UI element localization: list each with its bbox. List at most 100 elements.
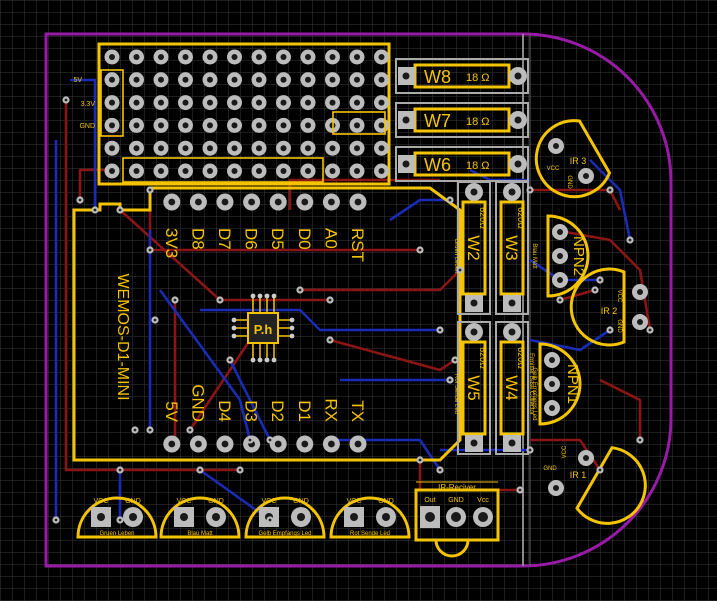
bottom-copper-traces	[54, 78, 632, 522]
perf-hole	[133, 122, 140, 129]
resistor-id: W8	[424, 67, 451, 87]
perf-hole	[329, 54, 336, 60]
top-pin-label: 3V3	[162, 228, 181, 258]
perf-hole	[305, 76, 311, 83]
perf-hole	[207, 168, 213, 174]
perf-hole	[378, 76, 385, 83]
pin-hole	[354, 440, 362, 448]
ir1-gnd-label: GND	[543, 466, 557, 472]
perf-hole	[207, 145, 213, 152]
perf-hole	[305, 54, 311, 60]
perf-hole	[109, 76, 115, 83]
ir2-sensor[interactable]: IR 2 VCC GND	[569, 267, 648, 347]
perf-hole	[305, 168, 311, 174]
perf-hole	[354, 122, 360, 129]
top-pin-label: RST	[348, 228, 367, 262]
ir2-gnd-label: GND	[616, 319, 622, 333]
pin-hole	[248, 198, 256, 206]
perf-hole	[231, 122, 238, 129]
perf-hole	[182, 145, 189, 152]
perf-hole	[158, 99, 164, 106]
perfboard-area	[97, 42, 391, 186]
perf-hole	[109, 99, 115, 106]
perf-hole	[182, 99, 189, 106]
pin-hole	[168, 440, 176, 448]
perf-hole	[256, 168, 262, 174]
perf-hole	[329, 168, 336, 174]
bottom-pin-label: D2	[268, 400, 287, 422]
bottom-pin-label: D3	[242, 400, 261, 422]
perf-hole	[182, 76, 189, 83]
perf-hole	[133, 168, 140, 174]
perf-hole	[305, 122, 311, 129]
pin-hole	[301, 198, 309, 206]
perf-hole	[329, 145, 336, 152]
resistor-id: W6	[424, 155, 451, 175]
logo-chip: P.h	[231, 293, 295, 363]
bottom-pin-label: 5V	[162, 401, 181, 422]
led-gnd-label: GND	[378, 498, 394, 505]
top-pin-label: D6	[242, 228, 261, 250]
ir2-label: IR 2	[601, 306, 618, 316]
perf-hole	[133, 54, 140, 60]
ir1-sensor[interactable]: IR 1 VCC GND	[543, 445, 659, 537]
perf-hole	[354, 145, 360, 152]
rail-label-5v: 5V	[73, 77, 82, 84]
perf-hole	[109, 54, 115, 60]
perf-hole	[133, 145, 140, 152]
ir-receiver-out-label: Out	[424, 497, 435, 504]
resistor-value: 18 Ω	[466, 72, 490, 84]
resistor-value: 620Ω	[516, 207, 526, 229]
resistor-value: 18 Ω	[466, 160, 490, 172]
resistor-value: 620Ω	[516, 347, 526, 369]
perf-hole	[329, 76, 336, 83]
pin-hole	[195, 440, 202, 448]
npn1-transistor[interactable]: NPN1 Ermitter Base Collector	[528, 342, 582, 426]
logo-text: P.h	[254, 322, 273, 337]
perf-hole	[158, 168, 164, 174]
resistor-id: W4	[502, 375, 521, 401]
ir-receiver-vcc-label: Vcc	[477, 497, 489, 504]
perf-hole	[109, 122, 115, 129]
perf-hole	[133, 76, 140, 83]
perf-hole	[354, 99, 360, 106]
ir-receiver[interactable]: IR-Reciver Out GND Vcc	[414, 481, 500, 558]
perf-hole	[158, 54, 164, 60]
npn2-transistor[interactable]: NPN2	[546, 214, 590, 298]
perf-hole	[256, 122, 262, 129]
perf-hole	[109, 145, 115, 152]
perf-hole	[329, 99, 336, 106]
rail-label-gnd: GND	[79, 123, 95, 130]
pin-hole	[301, 440, 309, 448]
bottom-pin-label: GND	[188, 384, 207, 422]
resistor-w8[interactable]: W8 18 Ω	[395, 58, 529, 94]
module-label: WEMOS-D1-MINI	[114, 273, 131, 400]
note-w2: Gruen Leben	[453, 238, 459, 273]
resistor-id: W5	[464, 375, 483, 401]
top-pin-label: D8	[188, 228, 207, 250]
ir3-sensor[interactable]: IR 3 VCC GND	[522, 114, 613, 210]
led-name: Gelb Empfangs Led	[258, 531, 311, 537]
resistor-w4[interactable]: W4 620Ω	[495, 321, 529, 455]
pin-hole	[328, 198, 335, 206]
ir-receiver-gnd-label: GND	[448, 497, 464, 504]
led-name: Gruen Leben	[99, 531, 134, 537]
perf-hole	[109, 168, 115, 174]
perf-hole	[280, 145, 287, 152]
perf-hole	[256, 54, 262, 60]
perf-hole	[280, 122, 287, 129]
resistor-w6[interactable]: W6 18 Ω	[395, 146, 529, 182]
perf-hole	[231, 145, 238, 152]
ir2-vcc-label: VCC	[616, 290, 622, 303]
ir1-label: IR 1	[570, 470, 587, 480]
perf-hole	[158, 122, 164, 129]
